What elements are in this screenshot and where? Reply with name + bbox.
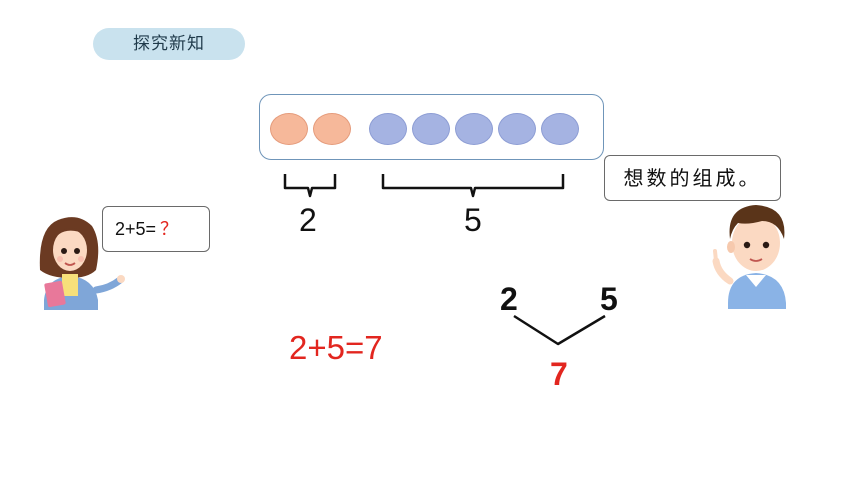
number-bond-lines bbox=[513, 314, 606, 346]
left-group-count: 2 bbox=[299, 202, 317, 238]
blue-dot bbox=[541, 113, 579, 145]
answer-equation: 2+5=7 bbox=[289, 329, 383, 366]
blue-dot bbox=[455, 113, 493, 145]
blue-dot bbox=[498, 113, 536, 145]
boy-speech-text: 想数的组成。 bbox=[623, 166, 762, 190]
bond-right-part: 5 bbox=[600, 281, 618, 317]
bond-left-part: 2 bbox=[500, 281, 518, 317]
counting-frame bbox=[259, 94, 604, 160]
section-label: 探究新知 bbox=[93, 28, 245, 60]
addition-expression: 2+5= bbox=[115, 219, 157, 239]
girl-speech-bubble: 2+5=？ bbox=[102, 206, 210, 252]
blue-dot bbox=[412, 113, 450, 145]
bond-total: 7 bbox=[550, 356, 568, 392]
girl-illustration bbox=[39, 217, 125, 310]
left-group-brace bbox=[283, 174, 337, 198]
right-group-count: 5 bbox=[464, 202, 482, 238]
blue-dot bbox=[369, 113, 407, 145]
orange-dot bbox=[270, 113, 308, 145]
question-mark: ？ bbox=[160, 219, 179, 239]
right-group-brace bbox=[381, 174, 565, 198]
number-bond: 2 5 7 bbox=[490, 280, 630, 395]
orange-dot bbox=[313, 113, 351, 145]
boy-illustration bbox=[712, 205, 786, 309]
boy-speech-bubble: 想数的组成。 bbox=[604, 155, 781, 201]
